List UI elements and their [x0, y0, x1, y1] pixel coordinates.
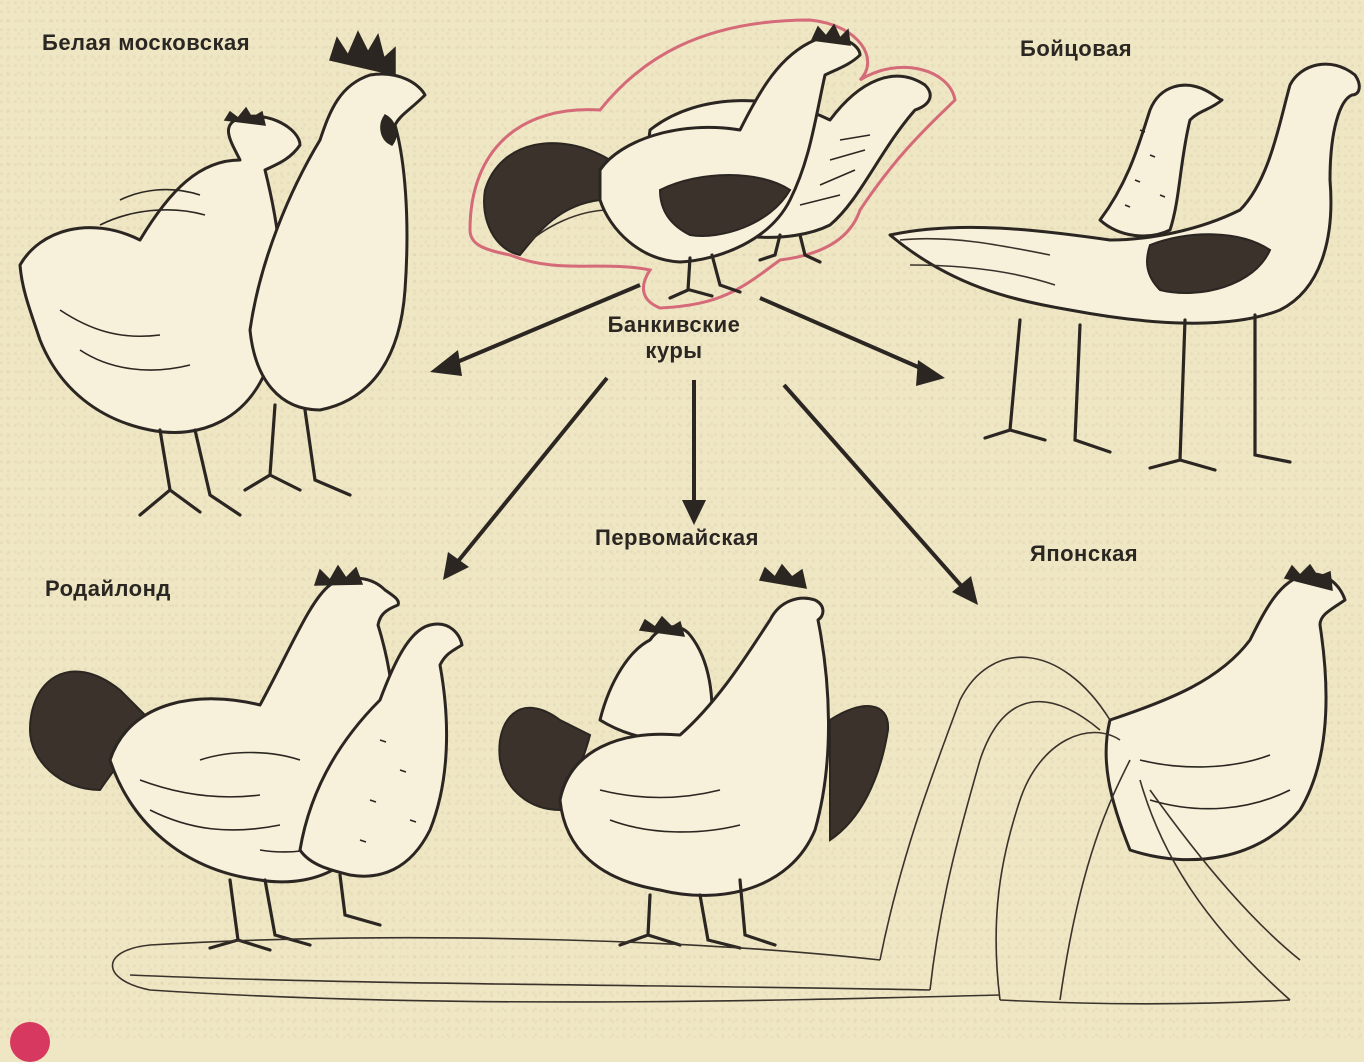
illustration [0, 0, 1364, 1038]
hen-icon [1100, 85, 1222, 236]
rooster-icon [1106, 574, 1345, 860]
corner-marker [10, 1022, 50, 1062]
pervomai-pair [499, 565, 888, 948]
label-bankiva-line2: куры [600, 338, 748, 364]
label-japanese: Японская [1030, 541, 1138, 567]
bankiva-pair [470, 20, 955, 308]
rhode-island-pair [30, 566, 462, 950]
label-bankiva: Банкивские куры [600, 312, 748, 364]
breed-diagram: Белая московская Бойцовая Банкивские кур… [0, 0, 1364, 1038]
label-moscow-white: Белая московская [42, 30, 250, 56]
fighting-pair [890, 64, 1359, 470]
label-rhode-island: Родайлонд [45, 576, 171, 602]
arrow-icon [455, 378, 607, 565]
label-bankiva-line1: Банкивские [600, 312, 748, 338]
label-pervomai: Первомайская [595, 525, 759, 551]
label-fighting: Бойцовая [1020, 36, 1132, 62]
hen-tail [830, 706, 888, 840]
hen-icon [20, 116, 300, 432]
moscow-white-pair [20, 32, 425, 515]
arrow-icon [760, 298, 925, 370]
arrow-icon [784, 385, 965, 590]
